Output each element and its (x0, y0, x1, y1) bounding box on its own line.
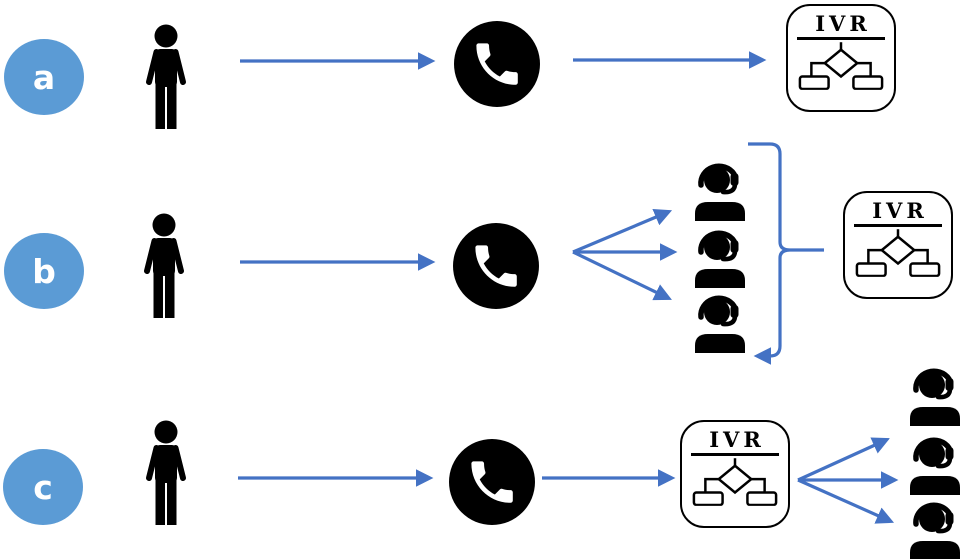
phone-call-icon (449, 439, 535, 525)
call-agent-headset-icon (693, 226, 747, 288)
ivr-menu-icon: IVR (680, 420, 790, 528)
phone-call-icon (454, 21, 540, 107)
ivr-divider (797, 37, 885, 40)
call-agent-headset-icon (908, 498, 962, 559)
call-agent-headset-icon (693, 291, 747, 353)
arrow-b-fan-bottom (572, 250, 672, 301)
ivr-flowchart-icon (855, 229, 941, 277)
ivr-label: IVR (709, 427, 765, 452)
person-icon (140, 24, 192, 130)
ivr-label: IVR (872, 198, 928, 223)
phone-call-icon (453, 223, 539, 309)
arrow-c-fan-top (797, 437, 891, 482)
call-agent-headset-icon (693, 159, 747, 221)
grouping-brace-arrow (748, 142, 824, 356)
row-b-badge-label: b (32, 251, 56, 291)
row-c-badge-label: c (33, 467, 53, 507)
person-icon (138, 213, 190, 319)
row-c-badge: c (3, 449, 83, 525)
row-a-badge: a (4, 39, 84, 115)
ivr-flowchart-icon (798, 42, 884, 90)
arrow-b-fan-top (572, 209, 673, 254)
call-agent-headset-icon (908, 364, 962, 426)
row-b-badge: b (4, 233, 84, 309)
ivr-menu-icon: IVR (843, 191, 953, 299)
ivr-label: IVR (815, 11, 871, 36)
person-icon (140, 420, 192, 526)
ivr-menu-icon: IVR (786, 4, 896, 112)
ivr-divider (854, 224, 942, 227)
ivr-flowchart-icon (692, 458, 778, 506)
ivr-divider (691, 453, 779, 456)
call-agent-headset-icon (908, 433, 962, 495)
arrow-c-fan-bottom (797, 478, 895, 524)
row-a-badge-label: a (32, 57, 56, 97)
